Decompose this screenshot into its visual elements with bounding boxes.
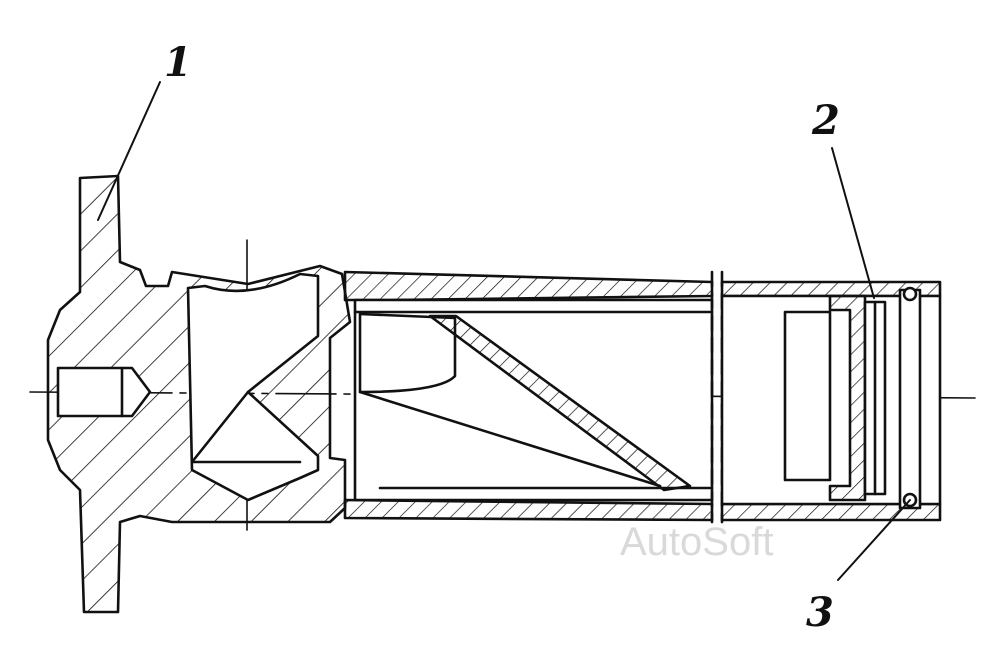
cone-socket: [186, 272, 320, 502]
callout-1-leader: [97, 81, 161, 221]
outer-tube-left-bottom: [343, 498, 714, 522]
callout-2-leader: [831, 147, 875, 299]
spiral-strip: [428, 314, 692, 492]
callout-2-label: 2: [811, 97, 840, 144]
outer-tube-left: [343, 270, 714, 302]
diagonal-line: [358, 390, 662, 488]
end-bushing: [783, 310, 832, 482]
retaining-ring: [898, 288, 922, 510]
cone-line-b: [190, 390, 250, 464]
callout-3-leader: [837, 499, 911, 581]
flange-bore: [56, 366, 152, 418]
o-ring-top: [902, 286, 918, 302]
callout-1-label: 1: [164, 39, 192, 86]
shaped-insert: [358, 312, 457, 394]
callout-3-label: 3: [806, 589, 834, 636]
watermark: AutoSoft: [620, 520, 773, 564]
